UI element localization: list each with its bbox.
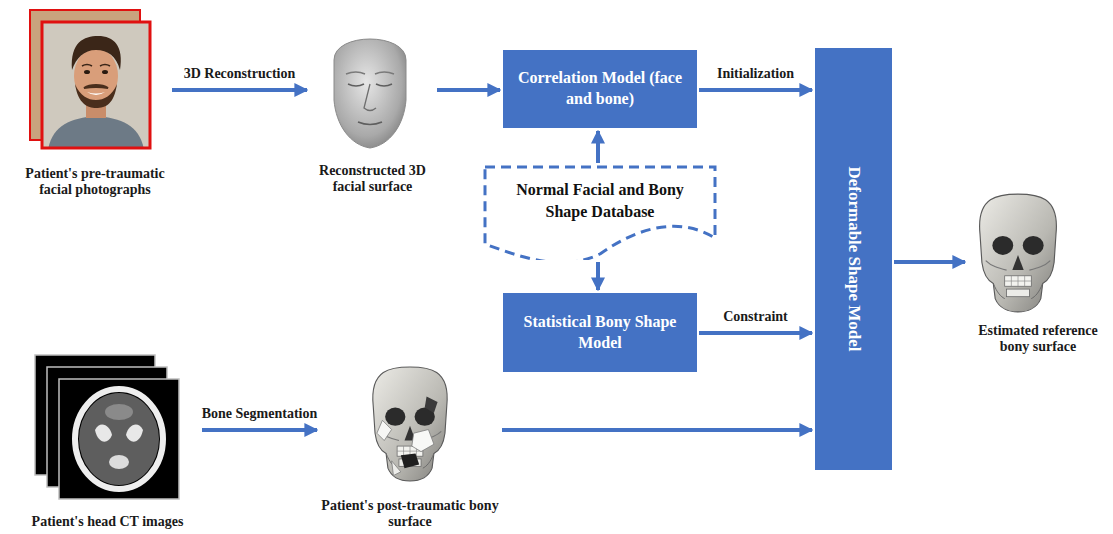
flow-arrow — [202, 428, 317, 432]
flow-arrow — [596, 131, 600, 163]
flow-arrow — [894, 260, 965, 264]
image-caption: Reconstructed 3D facial surface — [310, 163, 435, 195]
face-surface-group: Reconstructed 3D facial surface — [310, 25, 435, 195]
face-surface — [334, 39, 406, 148]
photo-stack — [30, 10, 150, 150]
arrow-label: 3D Reconstruction — [182, 66, 298, 82]
fractured-skull — [373, 367, 447, 481]
process-box: Correlation Model (face and bone) — [503, 50, 697, 128]
image-caption: Patient's post-traumatic bony surface — [320, 498, 500, 530]
photo-group: Patient's pre-traumatic facial photograp… — [20, 8, 170, 198]
image-caption: Patient's head CT images — [15, 514, 200, 530]
flow-arrow — [172, 88, 307, 92]
flow-arrow — [596, 262, 600, 290]
flow-arrow — [502, 428, 812, 432]
ct-images-group: Patient's head CT images — [15, 350, 200, 530]
model-bar: Deformable Shape Model — [815, 48, 892, 470]
box-label: Deformable Shape Model — [844, 166, 864, 351]
image-caption: Estimated reference bony surface — [968, 323, 1108, 355]
box-label: Correlation Model (face and bone) — [513, 68, 687, 110]
flow-arrow — [699, 331, 812, 335]
image-caption: Patient's pre-traumatic facial photograp… — [20, 166, 170, 198]
database-shape: Normal Facial and Bony Shape Database — [483, 165, 717, 260]
fractured-skull-group: Patient's post-traumatic bony surface — [320, 362, 500, 530]
arrow-label: Bone Segmentation — [200, 406, 320, 422]
ct-slices — [35, 355, 179, 499]
estimated-skull — [980, 194, 1057, 312]
flow-arrow — [437, 88, 500, 92]
arrow-label: Constraint — [721, 309, 790, 325]
flow-arrow — [699, 88, 812, 92]
box-label: Normal Facial and Bony Shape Database — [503, 179, 697, 222]
process-box: Statistical Bony Shape Model — [503, 293, 697, 372]
estimated-skull-group: Estimated reference bony surface — [968, 190, 1108, 355]
arrow-label: Initialization — [715, 66, 796, 82]
box-label: Statistical Bony Shape Model — [513, 312, 687, 354]
